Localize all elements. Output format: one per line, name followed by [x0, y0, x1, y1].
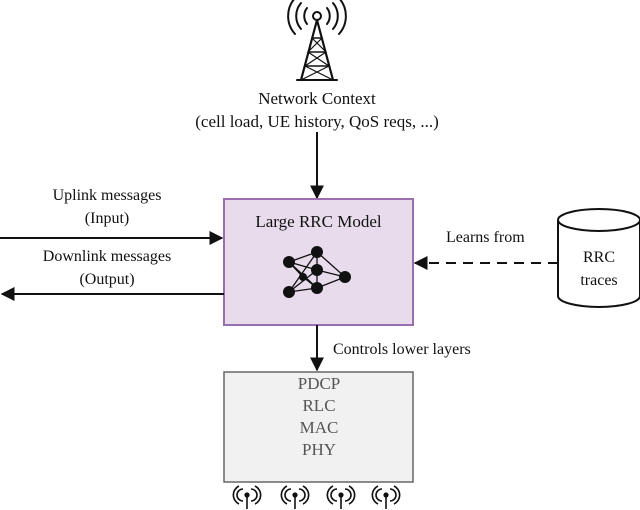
layer-phy: PHY: [301, 440, 336, 459]
cell-tower-icon: [287, 0, 347, 82]
protocol-stack-box: [223, 371, 414, 483]
layer-mac: MAC: [299, 418, 339, 437]
network-context-title: Network Context: [258, 89, 376, 108]
downlink-label: Downlink messages: [42, 248, 172, 265]
network-context-detail: (cell load, UE history, QoS reqs, ...): [195, 112, 439, 131]
uplink-label: Uplink messages: [52, 187, 162, 204]
layer-rlc: RLC: [302, 396, 336, 415]
model-label: Large RRC Model: [255, 212, 382, 231]
antenna-icon: [326, 485, 356, 509]
downlink-sublabel: (Output): [79, 271, 135, 288]
traces-sublabel: traces: [580, 272, 618, 289]
model-box: [223, 198, 414, 326]
protocol-stack-layers: PDCP RLC MAC PHY: [225, 373, 413, 461]
traces-label: RRC: [582, 249, 615, 266]
antenna-icon: [232, 485, 262, 509]
learns-from-label: Learns from: [446, 229, 525, 246]
controls-label: Controls lower layers: [333, 341, 471, 358]
layer-pdcp: PDCP: [297, 374, 341, 393]
antenna-icon: [371, 485, 401, 509]
database-icon: [557, 208, 640, 308]
neural-network-icon: [283, 246, 351, 298]
uplink-sublabel: (Input): [84, 210, 130, 227]
antenna-icon: [280, 485, 310, 509]
